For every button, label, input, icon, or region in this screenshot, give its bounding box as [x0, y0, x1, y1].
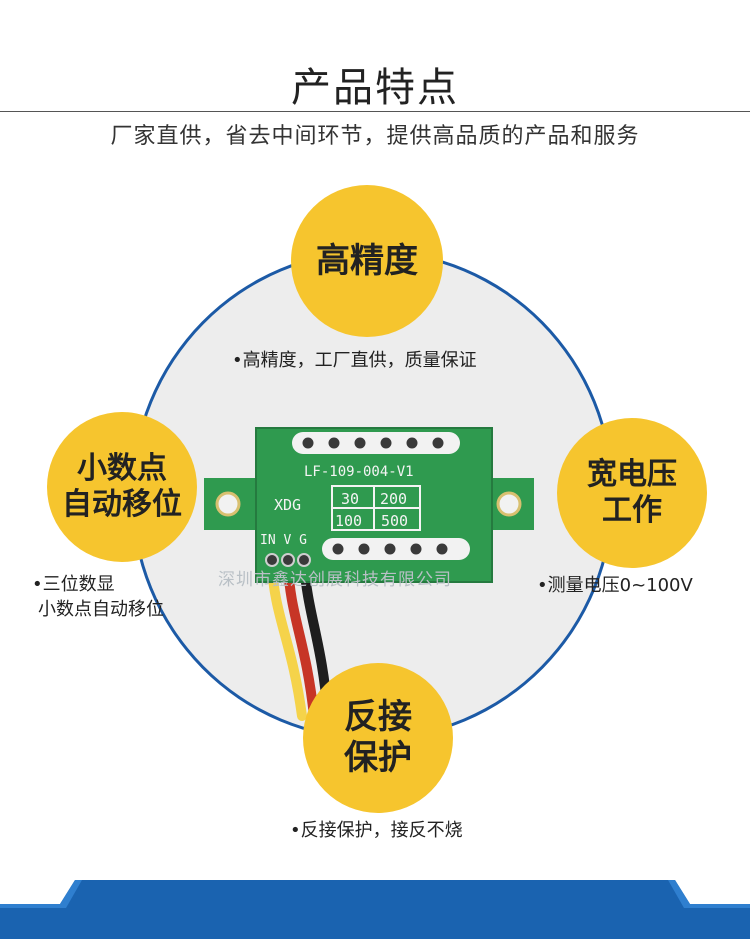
feature-desc-reverse-protection: •反接保护，接反不烧 [290, 820, 463, 841]
bottom-pin-row [322, 538, 470, 560]
title-divider [0, 111, 750, 112]
badge-label-line1: 反接 [344, 697, 412, 738]
badge-label-line2: 保护 [344, 738, 412, 778]
feature-desc-decimal: •三位数显 小数点自动移位 [32, 572, 164, 622]
badge-label-line1: 宽电压 [587, 457, 677, 492]
top-pin-row [292, 432, 460, 454]
badge-label-line2: 自动移位 [62, 487, 182, 522]
badge-label-line2: 工作 [602, 493, 662, 528]
page-title: 产品特点 [291, 65, 459, 111]
range-30: 30 [341, 490, 359, 508]
page-subtitle: 厂家直供，省去中间环节，提供高品质的产品和服务 [110, 124, 640, 149]
feature-badge-wide-voltage: 宽电压 工作 [557, 418, 707, 568]
board-brand-label: XDG [274, 496, 301, 514]
feature-badge-precision: 高精度 [291, 185, 443, 337]
desc-line1: •三位数显 [32, 574, 115, 595]
voltmeter-board-image: LF-109-004-V1 XDG 30 200 100 500 IN V G [204, 427, 534, 721]
feature-desc-precision: •高精度，工厂直供，质量保证 [232, 350, 477, 371]
badge-label: 高精度 [316, 240, 418, 281]
board-model-label: LF-109-004-V1 [304, 464, 414, 480]
badge-label-line1: 小数点 [77, 451, 167, 486]
footer-band [0, 880, 750, 939]
feature-desc-wide-voltage: •测量电压0~100V [537, 575, 693, 596]
range-100: 100 [335, 512, 362, 530]
range-200: 200 [380, 490, 407, 508]
feature-badge-reverse-protection: 反接 保护 [303, 663, 453, 813]
range-500: 500 [381, 512, 408, 530]
feature-badge-decimal: 小数点 自动移位 [47, 412, 197, 562]
pin-label: IN V G [260, 533, 307, 548]
connector-pins [265, 553, 311, 567]
desc-line2: 小数点自动移位 [38, 599, 164, 621]
watermark-text: 深圳市鑫达创展科技有限公司 [218, 570, 452, 590]
